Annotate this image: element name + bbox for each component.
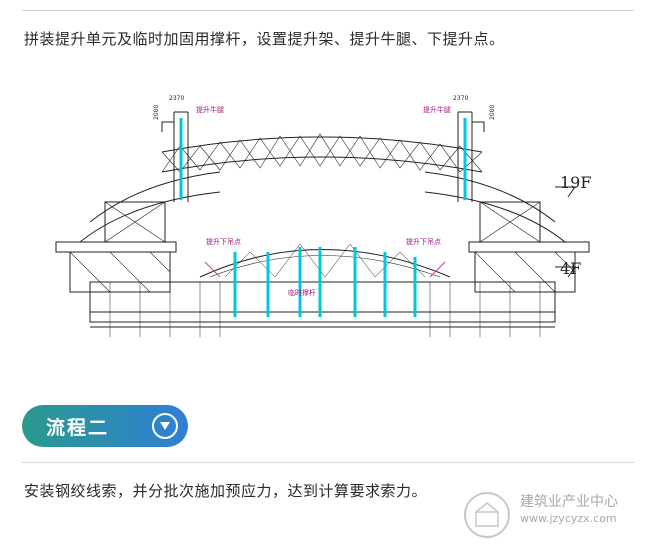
level-19f: 19F [560, 173, 591, 192]
left-dim-a: 2370 [169, 95, 184, 102]
watermark-url: www.jzycyzx.com [520, 512, 617, 525]
right-dim-b: 2000 [489, 105, 496, 120]
structure-drawing: 2370 2000 2370 2000 提升牛腿 提升牛腿 提升下吊点 提升下吊… [55, 95, 591, 337]
top-divider [22, 10, 634, 11]
watermark-logo [464, 492, 510, 538]
left-upper-label: 提升牛腿 [196, 105, 224, 114]
step-one-caption: 拼装提升单元及临时加固用撑杆，设置提升架、提升牛腿、下提升点。 [24, 30, 505, 48]
center-label: 临时撑杆 [288, 288, 316, 297]
left-dim-b: 2000 [153, 105, 160, 120]
level-4f: 4F [560, 259, 581, 278]
step-two-label: 流程二 [46, 416, 110, 439]
step-two-caption: 安装钢绞线索，并分批次施加预应力，达到计算要求索力。 [24, 482, 428, 500]
left-lower-label: 提升下吊点 [206, 237, 241, 246]
watermark-name: 建筑业产业中心 [520, 494, 618, 510]
section-divider [22, 462, 634, 463]
right-dim-a: 2370 [453, 95, 468, 102]
chevron-down-circle-icon[interactable] [152, 413, 178, 439]
right-lower-label: 提升下吊点 [406, 237, 441, 246]
step-two-badge: 流程二 [22, 405, 188, 447]
right-upper-label: 提升牛腿 [423, 105, 451, 114]
